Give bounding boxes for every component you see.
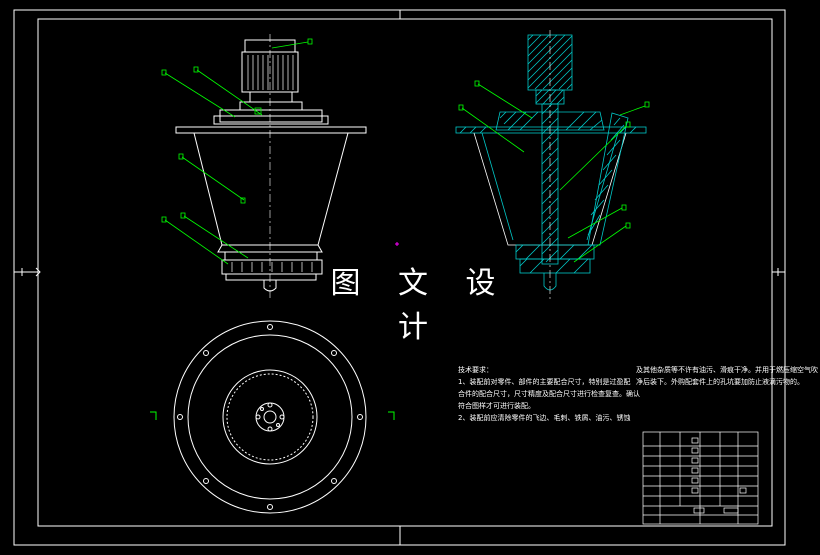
- technical-requirements: 技术要求： 1、装配前对零件、部件的主要配合尺寸，特别是过盈配 合件的配合尺寸，…: [458, 364, 640, 424]
- origin-marker: [395, 242, 399, 246]
- notes-line: 合件的配合尺寸，尺寸精度及配合尺寸进行检查复查。确认: [458, 390, 640, 398]
- section-view-leaders: [458, 80, 650, 263]
- watermark: 图 文 设 计: [330, 266, 510, 345]
- front-view: [175, 34, 367, 300]
- notes-line: 2、装配前应清除零件的飞边、毛刺、铁屑、油污、锈蚀: [458, 414, 631, 422]
- technical-requirements-continued: 及其他杂质等不许有油污、滑痕干净。并用于燃压缩空气吹 净后装下。外购配套件上的孔…: [636, 364, 818, 388]
- notes-line: 符合图样才可进行装配。: [458, 402, 535, 410]
- title-block: [642, 431, 759, 525]
- section-view: [455, 30, 647, 300]
- sheet-border: [13, 9, 786, 546]
- notes-title: 技术要求：: [458, 366, 493, 374]
- top-view-markers: [150, 411, 395, 420]
- front-view-leaders: [161, 38, 313, 265]
- top-view: [173, 320, 367, 514]
- notes-line: 及其他杂质等不许有油污、滑痕干净。并用于燃压缩空气吹: [636, 366, 818, 374]
- notes-line: 净后装下。外购配套件上的孔坑要加防止液滴污物的。: [636, 378, 804, 386]
- notes-line: 1、装配前对零件、部件的主要配合尺寸，特别是过盈配: [458, 378, 631, 386]
